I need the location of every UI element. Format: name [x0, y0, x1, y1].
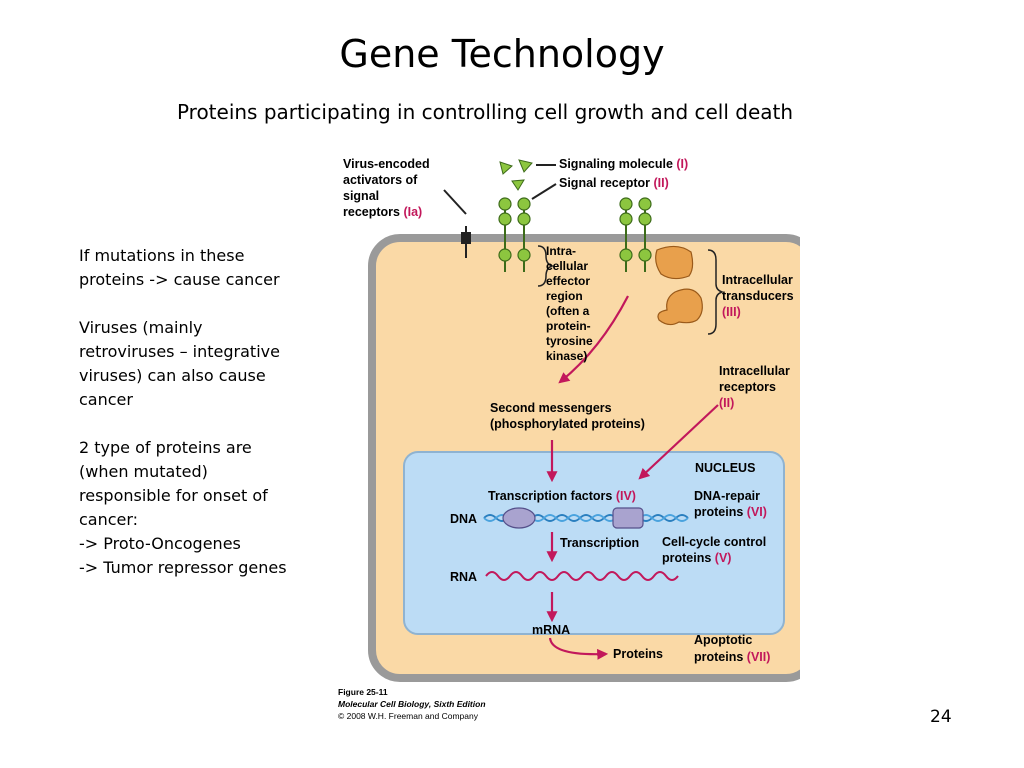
- note-line: cancer:: [79, 510, 139, 529]
- rna-label: RNA: [450, 570, 477, 584]
- dna-label: DNA: [450, 512, 477, 526]
- rna-strand: [485, 571, 679, 581]
- effector-region-label: Intra- cellular effector region (often a…: [546, 244, 596, 363]
- virus-receptor-icon: [443, 189, 471, 258]
- virus-label: Virus-encoded activators of signal recep…: [343, 157, 433, 219]
- note-line: responsible for onset of: [79, 486, 268, 505]
- arrow-to-proteins: [548, 637, 609, 660]
- note-line: proteins -> cause cancer: [79, 270, 280, 289]
- transducers-label: Intracellular transducers (III): [722, 273, 797, 319]
- transcription-factors-label: Transcription factors (IV): [488, 489, 636, 503]
- note-line: -> Proto-Oncogenes: [79, 534, 241, 553]
- signaling-molecule-icon: [499, 159, 533, 191]
- proteins-label: Proteins: [613, 647, 663, 661]
- note-line: viruses) can also cause: [79, 366, 266, 385]
- note-line: Viruses (mainly: [79, 318, 203, 337]
- transcription-label: Transcription: [560, 536, 639, 550]
- arrow-receptor-to-tf: [638, 404, 719, 480]
- mrna-label: mRNA: [532, 623, 570, 637]
- nucleus: [403, 451, 785, 635]
- slide-title: Gene Technology: [339, 32, 665, 76]
- cell-signaling-figure: Virus-encoded activators of signal recep…: [338, 157, 800, 721]
- note-line: -> Tumor repressor genes: [79, 558, 287, 577]
- signaling-molecule-label: Signaling molecule (I): [559, 157, 688, 171]
- note-line: retroviruses – integrative: [79, 342, 280, 361]
- slide-subtitle: Proteins participating in controlling ce…: [176, 100, 794, 124]
- nucleus-label: NUCLEUS: [695, 461, 755, 475]
- note-line: 2 type of proteins are: [79, 438, 252, 457]
- dna-repair-label: DNA-repair proteins (VI): [694, 489, 767, 519]
- signal-receptor-icon: [619, 197, 652, 272]
- note-mutations: If mutations in these proteins -> cause …: [79, 244, 329, 292]
- note-line: (when mutated): [79, 462, 208, 481]
- second-messengers-label: Second messengers (phosphorylated protei…: [490, 401, 645, 431]
- note-viruses: Viruses (mainly retroviruses – integrati…: [79, 316, 329, 412]
- intracellular-receptors-label: Intracellular receptors (II): [719, 364, 793, 410]
- note-line: cancer: [79, 390, 133, 409]
- transducer-icon: [655, 245, 703, 326]
- apoptotic-label: Apoptotic proteins (VII): [694, 633, 770, 664]
- notes-text: If mutations in these proteins -> cause …: [79, 244, 329, 604]
- arrow-transducer-to-messengers: [558, 295, 629, 384]
- cell-cycle-label: Cell-cycle control proteins (V): [662, 535, 770, 565]
- note-protein-types: 2 type of proteins are (when mutated) re…: [79, 436, 329, 580]
- signal-receptor-label: Signal receptor (II): [559, 176, 669, 190]
- transcription-factor-icon: [502, 507, 536, 529]
- figure-caption: Figure 25-11 Molecular Cell Biology, Six…: [338, 687, 488, 721]
- page-number: 24: [930, 707, 952, 727]
- transcription-factor-icon: [612, 507, 644, 529]
- signal-receptor-icon: [498, 197, 531, 272]
- note-line: If mutations in these: [79, 246, 245, 265]
